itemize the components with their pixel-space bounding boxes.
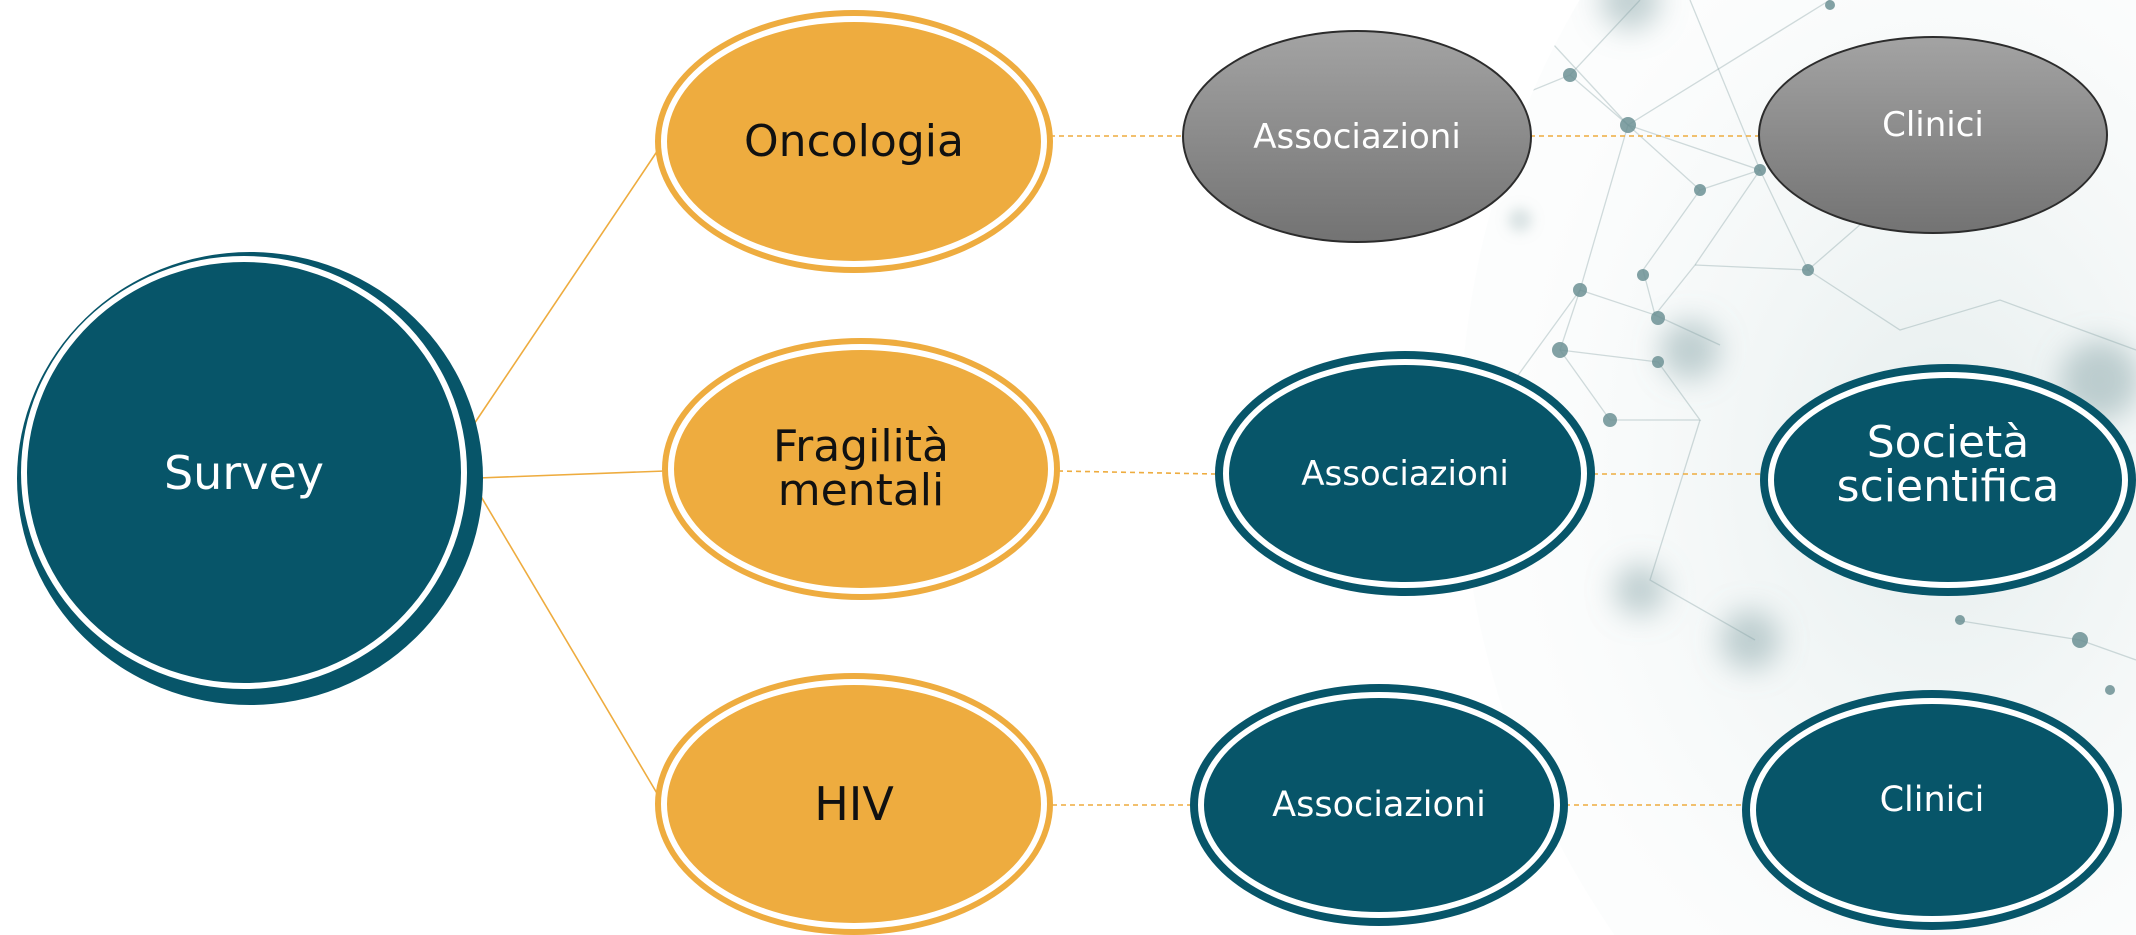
area-label-hiv: HIV: [814, 777, 894, 831]
stakeholder-node-societa-scientifica: Società scientifica: [1760, 364, 2136, 596]
stakeholder-node-associazioni-hiv: Associazioni: [1190, 684, 1568, 926]
connector-survey-fragilita: [477, 470, 666, 479]
connector-survey-oncologia: [469, 149, 659, 431]
stakeholder-label: Società scientifica: [1836, 417, 2060, 512]
stakeholder-node-clinici-oncologia: Clinici: [1758, 36, 2108, 234]
area-label-fragilita-mentali: Fragilità mentali: [773, 421, 949, 516]
stakeholder-label: Clinici: [1879, 779, 1985, 820]
stakeholder-label: Associazioni: [1272, 784, 1486, 825]
area-label-oncologia: Oncologia: [744, 115, 964, 167]
connector-survey-hiv: [469, 477, 659, 796]
stakeholder-node-associazioni-fragilita: Associazioni: [1215, 351, 1595, 596]
area-node-oncologia: Oncologia: [655, 10, 1053, 273]
stakeholder-label: Clinici: [1882, 105, 1984, 145]
connector-fragilita-associazioni: [1057, 470, 1216, 475]
stakeholder-node-clinici-hiv: Clinici: [1742, 690, 2122, 930]
survey-label: Survey: [163, 445, 324, 500]
area-node-hiv: HIV: [655, 673, 1053, 935]
area-node-fragilita-mentali: Fragilità mentali: [662, 338, 1060, 600]
stakeholder-label: Associazioni: [1253, 116, 1461, 157]
survey-node: Survey: [17, 252, 483, 705]
stakeholder-node-associazioni-oncologia: Associazioni: [1182, 30, 1532, 243]
stakeholder-label: Associazioni: [1301, 453, 1509, 494]
